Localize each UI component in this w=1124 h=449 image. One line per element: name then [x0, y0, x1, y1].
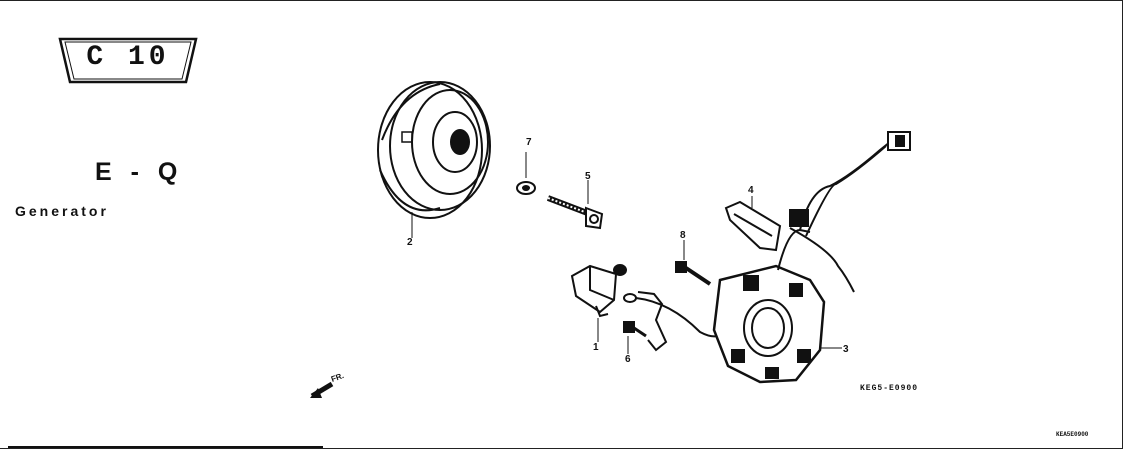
callout-7: 7	[526, 137, 532, 148]
pulse-generator-part	[570, 264, 627, 318]
reference-code: KEG5-E0900	[860, 384, 919, 393]
callout-4: 4	[748, 185, 754, 196]
badge-label: C 10	[86, 42, 170, 73]
leader-lines	[411, 152, 842, 354]
section-code: E - Q	[95, 158, 184, 186]
flange-bolt-part	[546, 195, 604, 230]
wire-clamp-part	[724, 200, 782, 252]
callout-5: 5	[585, 171, 591, 182]
callout-2: 2	[407, 237, 413, 248]
section-title: Generator	[15, 203, 109, 219]
stator-part	[623, 131, 911, 384]
bolt-8-part	[675, 261, 712, 286]
front-arrow-icon	[310, 381, 334, 399]
bolt-6-part	[623, 321, 647, 338]
callout-3: 3	[843, 344, 849, 355]
badge-frame-icon	[58, 37, 198, 84]
corner-code: KEA5E0900	[1056, 431, 1089, 438]
section-badge: C 10	[58, 36, 198, 86]
callout-1: 1	[593, 342, 599, 353]
washer-part	[516, 181, 536, 195]
flywheel-part	[377, 81, 491, 219]
callout-8: 8	[680, 230, 686, 241]
callout-6: 6	[625, 354, 631, 365]
bottom-rule	[8, 446, 323, 448]
generator-exploded-diagram	[377, 81, 911, 384]
